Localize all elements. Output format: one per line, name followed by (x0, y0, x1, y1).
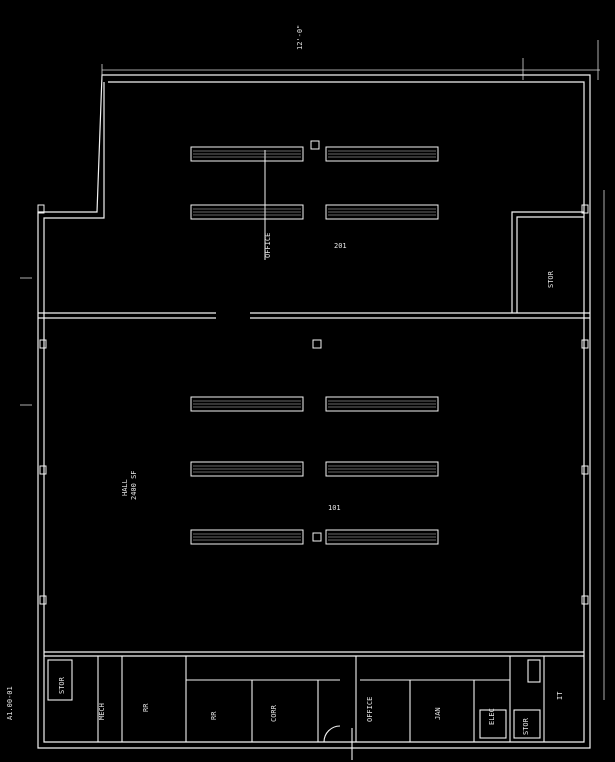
grid-right-1 (581, 339, 589, 349)
plan-labels: 12'-0" A1.00-01 OFFICE 201 STOR HALL 240… (6, 25, 564, 735)
hatch-m1 (193, 400, 301, 408)
room-a-label: STOR (58, 676, 66, 694)
grid-left-1 (39, 339, 47, 349)
outer-wall-inner-line (43, 81, 585, 743)
left-margin-code: A1.00-01 (6, 686, 14, 720)
outer-wall-outer-line (37, 74, 591, 749)
core-door-swing (323, 725, 341, 743)
bench-m3 (190, 461, 304, 477)
top-dimension-lines (20, 40, 605, 700)
room-f-label: OFFICE (366, 697, 374, 722)
upper-hall-label: OFFICE (264, 233, 272, 258)
hatch-u2 (328, 150, 436, 158)
bench-u2 (325, 146, 439, 162)
hatch-m5 (193, 533, 301, 541)
column-main-2 (312, 532, 322, 542)
grid-left-2 (39, 465, 47, 475)
side-room-wall (511, 211, 584, 313)
core-small-room-1 (47, 659, 73, 701)
bench-u1 (190, 146, 304, 162)
room-j-label: IT (556, 691, 564, 700)
side-room-label: STOR (547, 270, 555, 288)
bench-u3 (190, 204, 304, 220)
bench-m5 (190, 529, 304, 545)
main-hall-label: HALL (121, 479, 129, 496)
core-small-room-3 (513, 709, 541, 739)
side-room-wall-2 (516, 216, 584, 313)
room-h-label: ELEC (488, 708, 496, 725)
room-d-label: RR (210, 711, 218, 720)
hatch-m2 (328, 400, 436, 408)
room-c-label: RR (142, 703, 150, 712)
hatch-u3 (193, 208, 301, 216)
room-e-label: CORR (270, 704, 278, 722)
main-benches (190, 396, 439, 545)
main-hall-tag: 101 (328, 504, 341, 512)
upper-hall-tag: 201 (334, 242, 347, 250)
upper-benches (190, 146, 439, 260)
exterior-walls (37, 74, 591, 749)
grid-right-2 (581, 465, 589, 475)
column-upper (310, 140, 320, 150)
room-i-label: STOR (522, 717, 530, 735)
bench-hatching (193, 150, 436, 541)
bench-m6 (325, 529, 439, 545)
hatch-u1 (193, 150, 301, 158)
service-core (47, 656, 545, 760)
bench-u4 (325, 204, 439, 220)
grid-left-3 (39, 595, 47, 605)
bench-m1 (190, 396, 304, 412)
grid-right-0 (581, 204, 589, 214)
hatch-m3 (193, 465, 301, 473)
core-fixture (527, 659, 541, 683)
top-dimension-label: 12'-0" (296, 25, 304, 50)
grid-right-3 (581, 595, 589, 605)
hatch-m6 (328, 533, 436, 541)
grid-top-left (37, 204, 45, 214)
bench-m2 (325, 396, 439, 412)
hatch-m4 (328, 465, 436, 473)
room-b-label: MECH (98, 703, 106, 720)
column-markers (37, 140, 589, 605)
hatch-u4 (328, 208, 436, 216)
core-small-room-2 (479, 709, 507, 739)
room-g-label: JAN (434, 707, 442, 720)
bench-m4 (325, 461, 439, 477)
column-main (312, 339, 322, 349)
main-hall-area: 2400 SF (130, 470, 138, 500)
